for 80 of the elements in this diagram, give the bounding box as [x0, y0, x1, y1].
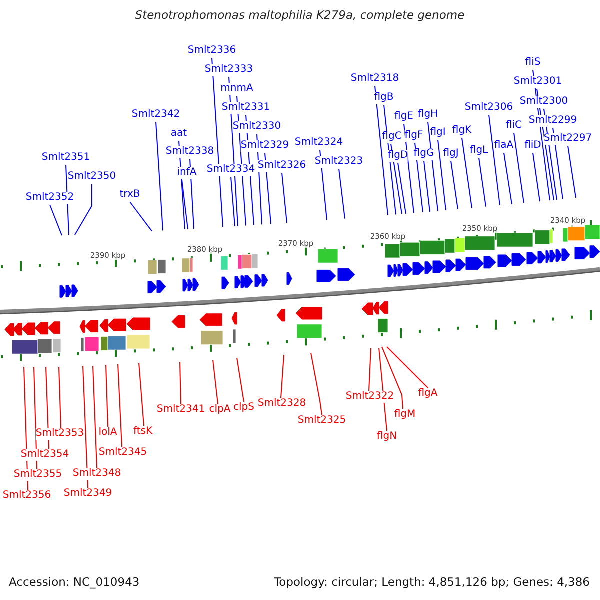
leader-line: [338, 168, 346, 220]
leader-line: [212, 360, 218, 404]
leader-line: [428, 122, 438, 212]
gene-label: flgE: [394, 111, 414, 123]
leader-line: [156, 122, 164, 232]
leader-line: [310, 352, 322, 416]
leader-line: [462, 138, 472, 209]
leader-line: [478, 158, 486, 208]
leader-line: [236, 358, 244, 402]
gene-label: flgL: [470, 145, 488, 157]
leader-line: [50, 204, 62, 236]
gene-label: Smlt2300: [520, 96, 568, 108]
gene-label: flgN: [376, 431, 398, 443]
leader-line: [568, 146, 576, 198]
gene-label: flgJ: [443, 148, 459, 160]
leader-line: [532, 152, 540, 202]
gene-label: Smlt2353: [36, 428, 84, 440]
leader-line: [230, 176, 236, 227]
leader-line: [424, 160, 430, 212]
gene-label: Smlt2299: [528, 115, 578, 127]
leader-line: [180, 362, 182, 404]
gene-label: Smlt2297: [544, 133, 592, 145]
leader-line: [488, 114, 500, 206]
gene-label: Smlt2330: [232, 121, 282, 133]
leader-line: [404, 124, 414, 214]
leader-line: [386, 346, 428, 388]
gene-label: Smlt2326: [258, 160, 306, 172]
leader-line: [438, 140, 446, 211]
gene-label: flgM: [394, 409, 416, 421]
gene-label: Smlt2323: [314, 156, 364, 168]
leader-line: [190, 158, 194, 230]
gene-label: flgI: [430, 127, 446, 139]
leader-line: [384, 104, 396, 216]
gene-label: infA: [177, 167, 197, 179]
gene-label: Smlt2329: [240, 140, 290, 152]
leader-line: [92, 366, 98, 468]
leader-line: [514, 132, 524, 204]
leader-line: [280, 354, 284, 398]
leader-line: [138, 362, 144, 426]
gene-label: Smlt2352: [26, 192, 74, 204]
leader-line: [118, 364, 122, 448]
leader-line: [58, 366, 62, 428]
leader-line: [282, 172, 288, 224]
genome-stats-text: Topology: circular; Length: 4,851,126 bp; Genes: 4,386: [274, 576, 590, 588]
leader-line: [74, 184, 92, 236]
gene-label: flgF: [404, 130, 424, 142]
gene-label: Smlt2301: [514, 76, 562, 88]
leader-line: [182, 180, 188, 230]
gene-label: Smlt2355: [14, 469, 62, 481]
gene-label: flgA: [418, 388, 438, 400]
gene-label: flgD: [388, 150, 408, 162]
gene-label: Smlt2348: [72, 468, 122, 480]
leader-line: [106, 364, 108, 428]
gene-label: Smlt2354: [20, 449, 70, 461]
gene-label: flgH: [418, 109, 438, 121]
accession-text: Accession: NC_010943: [9, 576, 140, 588]
gene-label: Smlt2333: [204, 64, 254, 76]
gene-label: flgC: [382, 131, 402, 143]
leader-line: [450, 160, 458, 210]
gene-label: flgB: [374, 92, 394, 104]
gene-label: flgG: [414, 148, 434, 160]
gene-label: Smlt2338: [166, 146, 214, 158]
leader-line: [368, 348, 372, 392]
gene-label: flgK: [452, 125, 472, 137]
leader-line: [82, 366, 88, 488]
leader-line: [504, 152, 512, 205]
leader-line: [382, 346, 404, 410]
gene-label: clpA: [209, 404, 231, 416]
leader-line: [390, 144, 402, 215]
gene-label: Smlt2322: [346, 391, 394, 403]
leader-line: [212, 58, 224, 228]
gene-label: Smlt2334: [206, 164, 256, 176]
leader-line: [130, 202, 152, 232]
gene-label: Smlt2331: [222, 102, 270, 114]
gene-label: clpS: [234, 402, 254, 414]
title: Stenotrophomonas maltophilia K279a, complete genome: [135, 8, 465, 22]
leader-line: [374, 86, 388, 216]
leader-line: [414, 142, 424, 213]
leader-line: [398, 162, 406, 214]
gene-label: mnmA: [220, 83, 254, 95]
